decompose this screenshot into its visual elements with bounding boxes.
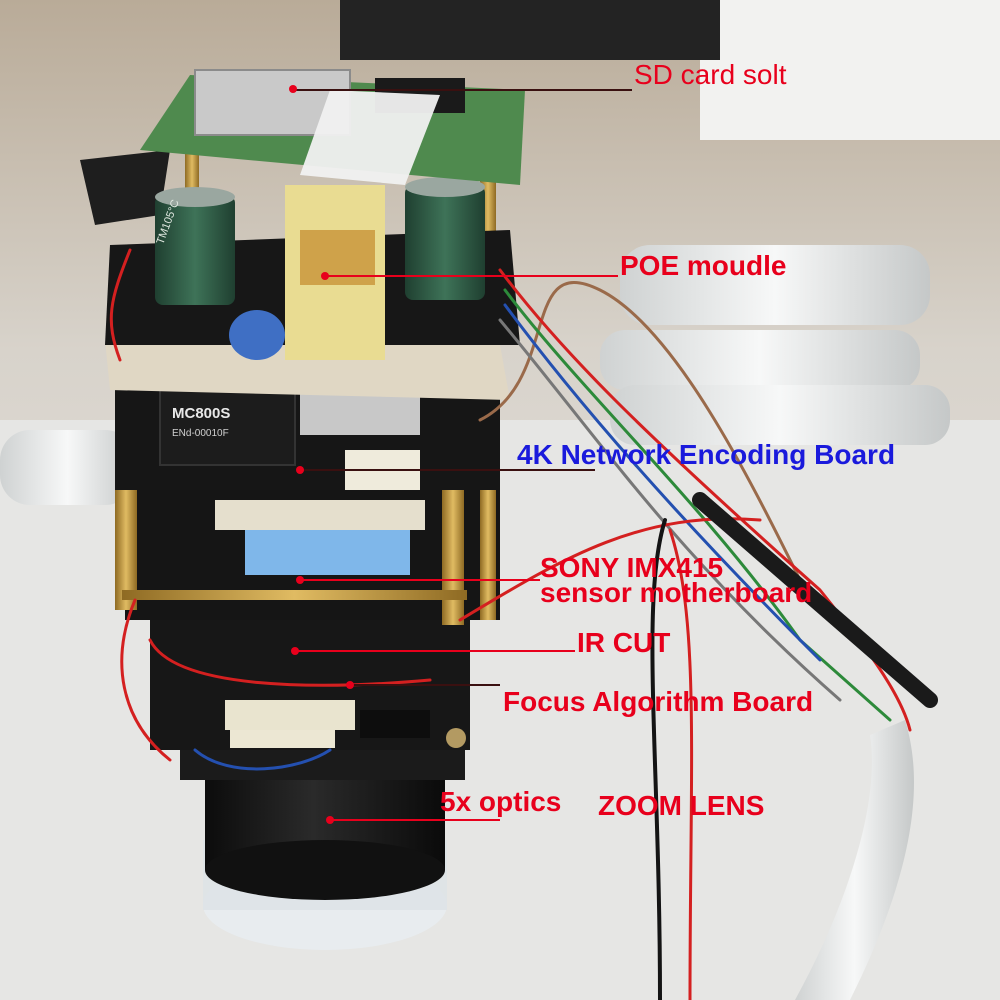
label-ir-cut: IR CUT bbox=[577, 627, 671, 658]
sd-board bbox=[140, 69, 525, 185]
label-poe-module: POE moudle bbox=[620, 250, 787, 281]
white-cable bbox=[795, 720, 914, 1000]
transformer-sub-marking: ENd-00010F bbox=[172, 428, 229, 439]
dark-object bbox=[340, 0, 720, 60]
annotation-leaders bbox=[289, 85, 632, 824]
label-sensor-line1: SONY IMX415 bbox=[540, 552, 724, 583]
label-sensor-line2: sensor motherboard bbox=[540, 577, 813, 608]
dark-shadow bbox=[80, 150, 170, 225]
poe-board: TM105°C bbox=[105, 177, 520, 400]
label-optics: 5x optics bbox=[440, 786, 562, 817]
wires bbox=[109, 248, 938, 1000]
rj45-plugs bbox=[0, 245, 950, 505]
label-encoding-board: 4K Network Encoding Board bbox=[517, 439, 896, 470]
zoom-lens bbox=[180, 730, 465, 950]
encoding-board: MC800S ENd-00010F bbox=[115, 380, 500, 490]
label-sd-card-slot: SD card solt bbox=[634, 59, 787, 90]
label-focus-board: Focus Algorithm Board bbox=[503, 686, 814, 717]
white-box bbox=[700, 0, 1000, 140]
transformer-marking: MC800S bbox=[172, 405, 230, 422]
label-zoom-lens: ZOOM LENS bbox=[598, 790, 765, 821]
